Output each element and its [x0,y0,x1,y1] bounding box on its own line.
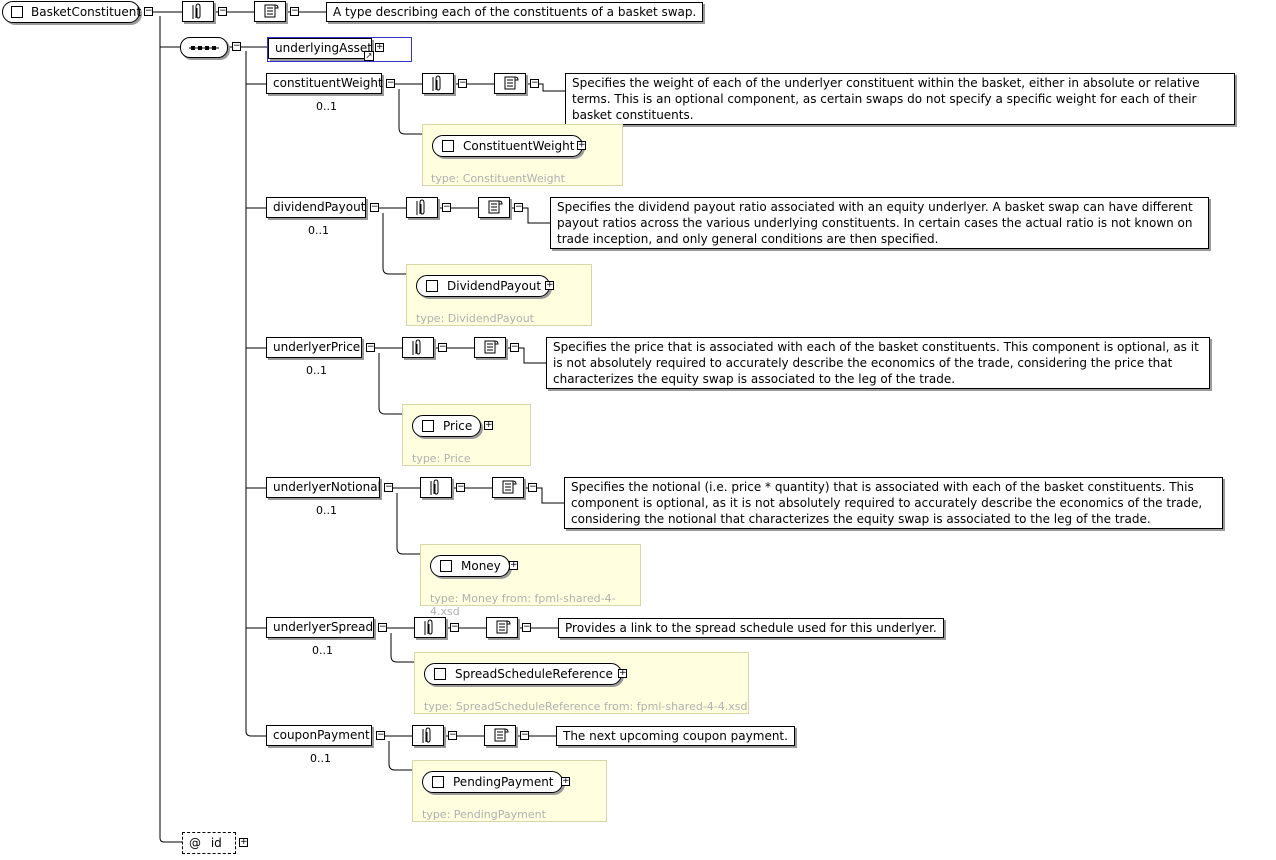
paperclip-icon[interactable] [182,1,214,22]
attribute-id[interactable]: @ id [182,832,236,854]
type-node[interactable]: DividendPayout [416,275,551,297]
paperclip-icon[interactable] [406,197,438,218]
scroll-icon[interactable] [494,73,526,94]
annotation-constituentWeight: Specifies the weight of each of the unde… [565,73,1235,125]
collapse-toggle[interactable]: − [370,202,379,212]
collapse-toggle[interactable]: − [510,342,519,352]
collapse-toggle[interactable]: − [450,622,459,632]
element-constituentWeight[interactable]: constituentWeight [266,73,383,94]
type-box: PendingPayment + type: PendingPayment [412,760,607,822]
collapse-toggle[interactable]: − [520,730,529,740]
root-type-label: BasketConstituent [31,5,142,19]
scroll-icon[interactable] [254,1,286,22]
expand-toggle[interactable]: + [545,280,554,290]
type-box: SpreadScheduleReference + type: SpreadSc… [414,652,749,714]
element-underlyerNotional[interactable]: underlyerNotional [266,477,381,498]
collapse-toggle[interactable]: − [438,342,447,352]
scroll-icon[interactable] [492,477,524,498]
paperclip-icon[interactable] [420,477,452,498]
root-annotation: A type describing each of the constituen… [326,2,704,22]
scroll-icon[interactable] [484,725,516,746]
collapse-toggle[interactable]: − [522,622,531,632]
complex-type-icon [434,668,446,680]
complex-type-icon [426,280,438,292]
type-label: type: SpreadScheduleReference from: fpml… [424,700,748,713]
collapse-toggle[interactable]: − [458,78,467,88]
element-underlyingAsset[interactable]: underlyingAsset ↗ + [267,37,412,62]
occurrence-label: 0..1 [306,364,327,377]
type-label: type: DividendPayout [416,312,534,325]
expand-toggle[interactable]: + [239,837,248,847]
expand-toggle[interactable]: + [618,668,627,678]
collapse-toggle[interactable]: − [378,622,387,632]
occurrence-label: 0..1 [316,504,337,517]
collapse-toggle[interactable]: − [290,6,299,16]
collapse-toggle[interactable]: − [528,482,537,492]
collapse-toggle[interactable]: − [232,41,241,51]
attribute-label: id [210,836,222,850]
annotation-dividendPayout: Specifies the dividend payout ratio asso… [550,197,1209,249]
annotation-couponPayment: The next upcoming coupon payment. [556,726,795,746]
expand-toggle[interactable]: + [561,776,570,786]
collapse-toggle[interactable]: − [442,202,451,212]
collapse-toggle[interactable]: − [514,202,523,212]
type-node[interactable]: Money [430,555,510,577]
scroll-icon[interactable] [486,617,518,638]
occurrence-label: 0..1 [308,224,329,237]
type-box: DividendPayout + type: DividendPayout [406,264,592,326]
collapse-toggle[interactable]: − [448,730,457,740]
complex-type-icon [432,776,444,788]
paperclip-icon[interactable] [402,337,434,358]
type-node[interactable]: Price [412,415,482,437]
type-node[interactable]: ConstituentWeight [432,135,584,157]
root-type-node[interactable]: BasketConstituent [2,1,142,23]
annotation-underlyerSpread: Provides a link to the spread schedule u… [558,618,944,638]
annotation-underlyerPrice: Specifies the price that is associated w… [546,337,1210,389]
type-box: ConstituentWeight + type: ConstituentWei… [422,124,623,186]
complex-type-icon [11,6,23,18]
attribute-at-symbol: @ [189,836,201,850]
collapse-toggle[interactable]: − [218,6,227,16]
occurrence-label: 0..1 [316,100,337,113]
scroll-icon[interactable] [474,337,506,358]
type-label: type: Money from: fpml-shared-4-4.xsd [430,592,616,618]
annotation-underlyerNotional: Specifies the notional (i.e. price * qua… [564,477,1223,529]
element-underlyerSpread[interactable]: underlyerSpread [266,617,374,638]
paperclip-icon[interactable] [422,73,454,94]
paperclip-icon[interactable] [414,617,446,638]
collapse-toggle[interactable]: − [386,78,395,88]
expand-toggle[interactable]: + [577,140,586,150]
type-label: type: ConstituentWeight [431,172,565,185]
occurrence-label: 0..1 [312,644,333,657]
element-label: underlyingAsset [268,38,372,59]
element-underlyerPrice[interactable]: underlyerPrice [266,337,362,358]
reference-arrow-icon: ↗ [364,51,374,61]
type-label: type: Price [412,452,471,465]
expand-toggle[interactable]: + [509,560,518,570]
type-box: Money + type: Money from: fpml-shared-4-… [420,544,641,618]
element-dividendPayout[interactable]: dividendPayout [266,197,366,218]
collapse-toggle[interactable]: − [144,6,153,16]
collapse-toggle[interactable]: − [530,78,539,88]
type-label: type: PendingPayment [422,808,546,821]
complex-type-icon [422,420,434,432]
expand-toggle[interactable]: + [375,42,384,52]
element-couponPayment[interactable]: couponPayment [266,725,372,746]
type-node[interactable]: PendingPayment [422,771,563,793]
scroll-icon[interactable] [478,197,510,218]
type-box: Price + type: Price [402,404,531,466]
collapse-toggle[interactable]: − [376,730,385,740]
type-node[interactable]: SpreadScheduleReference [424,663,622,685]
collapse-toggle[interactable]: − [384,482,393,492]
paperclip-icon[interactable] [412,725,444,746]
collapse-toggle[interactable]: − [366,342,375,352]
complex-type-icon [440,560,452,572]
occurrence-label: 0..1 [310,752,331,765]
collapse-toggle[interactable]: − [456,482,465,492]
sequence-compositor-icon[interactable] [180,37,228,58]
expand-toggle[interactable]: + [484,420,493,430]
complex-type-icon [442,140,454,152]
